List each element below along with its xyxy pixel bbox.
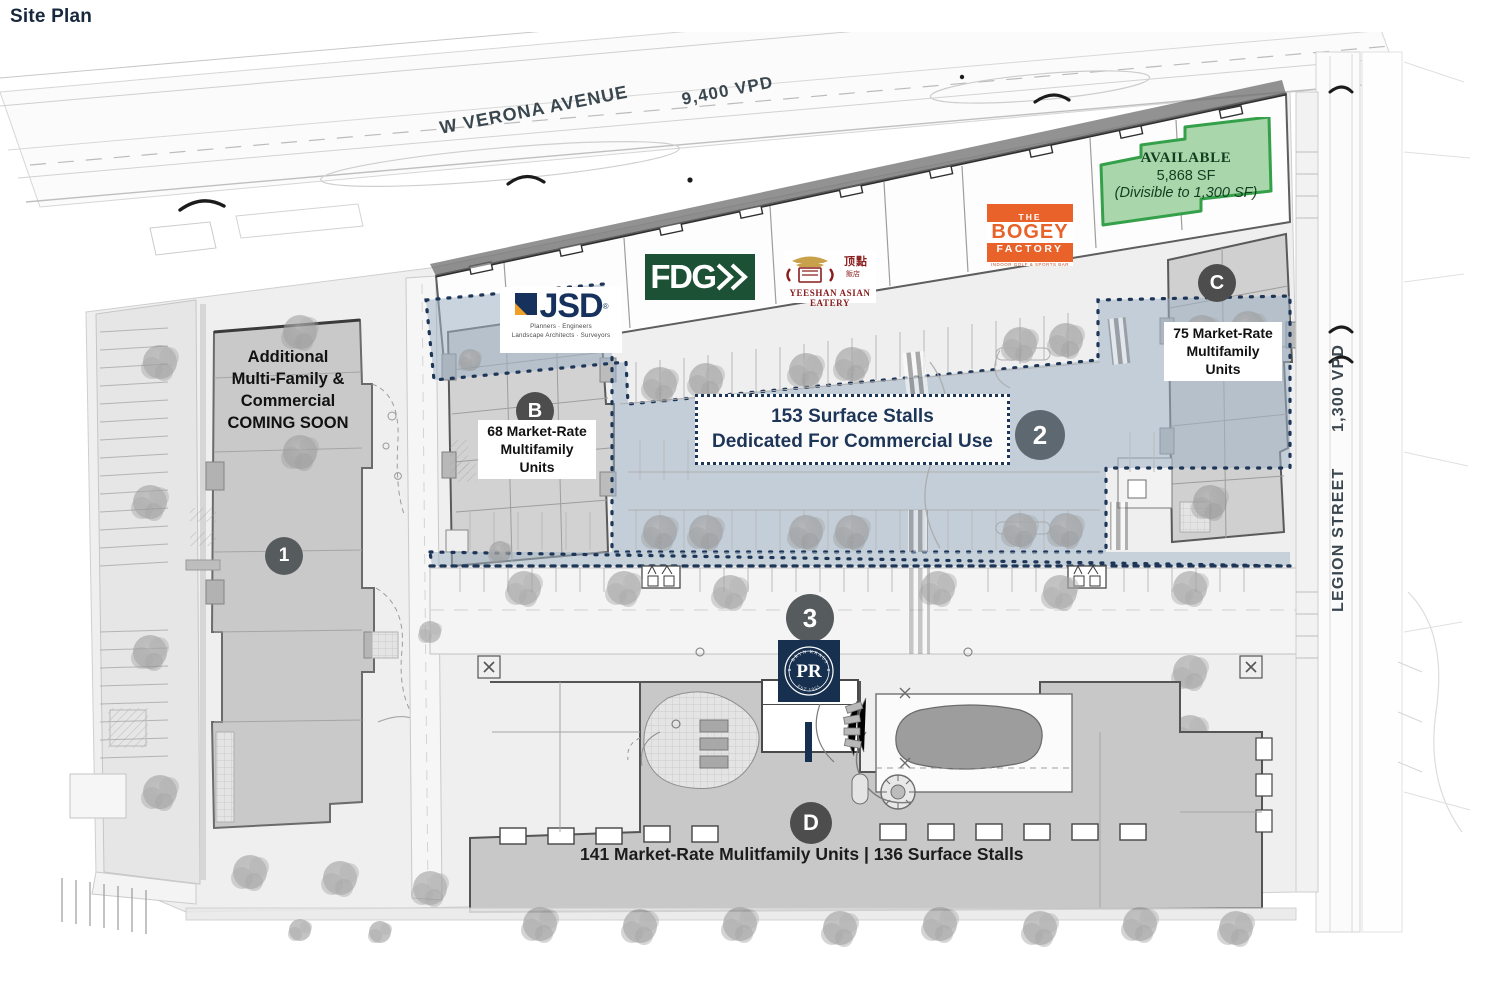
svg-text:PR: PR <box>796 661 822 682</box>
legion-street-vpd-label: 1,300 VPD <box>1330 343 1347 432</box>
yeeshan-wordmark: YEESHAN ASIAN EATERY <box>789 288 871 308</box>
tenant-logo-fdg[interactable]: FDG <box>645 254 755 300</box>
building-b-units-line1: 68 Market-Rate <box>487 423 587 439</box>
coming-soon-line1: Additional <box>247 348 329 366</box>
parcel-marker-1[interactable]: 1 <box>265 537 303 575</box>
fdg-wordmark: FDG <box>650 258 717 295</box>
bogey-line2: BOGEY <box>987 221 1073 243</box>
building-c-units-label: 75 Market-Rate Multifamily Units <box>1164 322 1282 381</box>
tenant-logo-jsd[interactable]: JSD ® Planners · Engineers Landscape Arc… <box>500 287 622 353</box>
available-space-label: AVAILABLE 5,868 SF (Divisible to 1,300 S… <box>1106 150 1266 202</box>
svg-text:EST 1955: EST 1955 <box>796 683 821 692</box>
available-size: 5,868 SF <box>1156 167 1216 184</box>
bogey-line1: THE <box>1018 211 1042 222</box>
bogey-lockup: THE BOGEY FACTORY <box>987 204 1073 262</box>
bogey-line3: FACTORY <box>996 242 1064 255</box>
svg-text:飯店: 飯店 <box>846 269 860 278</box>
medallion-monogram-icon: BRYN KRAUS EST 1955 PR <box>784 646 834 696</box>
coming-soon-line2: Multi-Family & <box>231 369 345 388</box>
jsd-wordmark: JSD <box>539 287 603 325</box>
fdg-chevron-icon <box>716 263 748 291</box>
south-landscape <box>185 907 1297 947</box>
commercial-parking-callout: 153 Surface Stalls Dedicated For Commerc… <box>695 394 1010 466</box>
project-brand-medallion[interactable]: BRYN KRAUS EST 1955 PR <box>778 640 840 702</box>
commercial-parking-line1: 153 Surface Stalls <box>771 406 934 427</box>
medallion-pole <box>805 722 812 762</box>
parking-crosswalks <box>450 317 1131 552</box>
landscape-between-1-and-2 <box>371 383 427 731</box>
legion-street-label: LEGION STREET <box>1330 467 1347 613</box>
page-title: Site Plan <box>10 6 93 27</box>
jsd-tagline-line2: Landscape Architects · Surveyors <box>511 331 611 339</box>
bogey-subtitle: INDOOR GOLF & SPORTS BAR <box>991 262 1069 267</box>
building-c-units-line3: Units <box>1205 361 1241 378</box>
building-marker-c[interactable]: C <box>1198 264 1236 302</box>
available-space-polygon[interactable] <box>1093 115 1278 232</box>
jsd-mark-icon <box>515 293 538 316</box>
site-plan-graphic: W VERONA AVENUE 9,400 VPD LEGION STREET … <box>0 32 1486 994</box>
available-headline: AVAILABLE <box>1140 150 1232 166</box>
available-divisible: (Divisible to 1,300 SF) <box>1114 184 1258 201</box>
building-b-units-line2: Multifamily <box>500 441 574 458</box>
coming-soon-line4: COMING SOON <box>227 413 349 432</box>
east-parking <box>1295 91 1319 893</box>
available-polygon-shape <box>1099 115 1273 227</box>
main-drive-3 <box>429 564 1301 679</box>
jsd-lockup: JSD ® <box>500 287 622 325</box>
yeeshan-pagoda-icon: 顶點 飯店 <box>786 254 868 283</box>
parcel-marker-2[interactable]: 2 <box>1015 410 1065 460</box>
building-c-units-line1: 75 Market-Rate <box>1173 325 1273 341</box>
building-b-units-line3: Units <box>519 459 555 476</box>
building-b-units-label: 68 Market-Rate Multifamily Units <box>478 420 596 479</box>
building-D <box>469 679 1273 914</box>
building-1 <box>185 318 381 830</box>
jsd-trademark-icon: ® <box>602 301 609 311</box>
building-marker-d[interactable]: D <box>790 802 832 844</box>
parcel-1-coming-soon-label: Additional Multi-Family & Commercial COM… <box>198 347 378 435</box>
building-c-units-line2: Multifamily <box>1186 343 1260 360</box>
tenant-logo-the-bogey-factory[interactable]: THE BOGEY FACTORY INDOOR GOLF & SPORTS B… <box>987 204 1073 267</box>
building-d-caption: 141 Market-Rate Mulitfamily Units | 136 … <box>580 844 1024 864</box>
marker-1-circle: 1 <box>265 537 303 575</box>
svg-text:顶點: 顶點 <box>844 254 868 268</box>
jsd-tagline-line1: Planners · Engineers <box>530 322 592 330</box>
commercial-parking-line2: Dedicated For Commercial Use <box>712 431 993 453</box>
coming-soon-line3: Commercial <box>240 391 336 410</box>
tenant-logo-yeeshan-asian-eatery[interactable]: 顶點 飯店 YEESHAN ASIAN EATERY <box>784 250 876 308</box>
parcel-marker-3[interactable]: 3 <box>786 594 834 642</box>
legion-street-geometry <box>1315 51 1471 933</box>
